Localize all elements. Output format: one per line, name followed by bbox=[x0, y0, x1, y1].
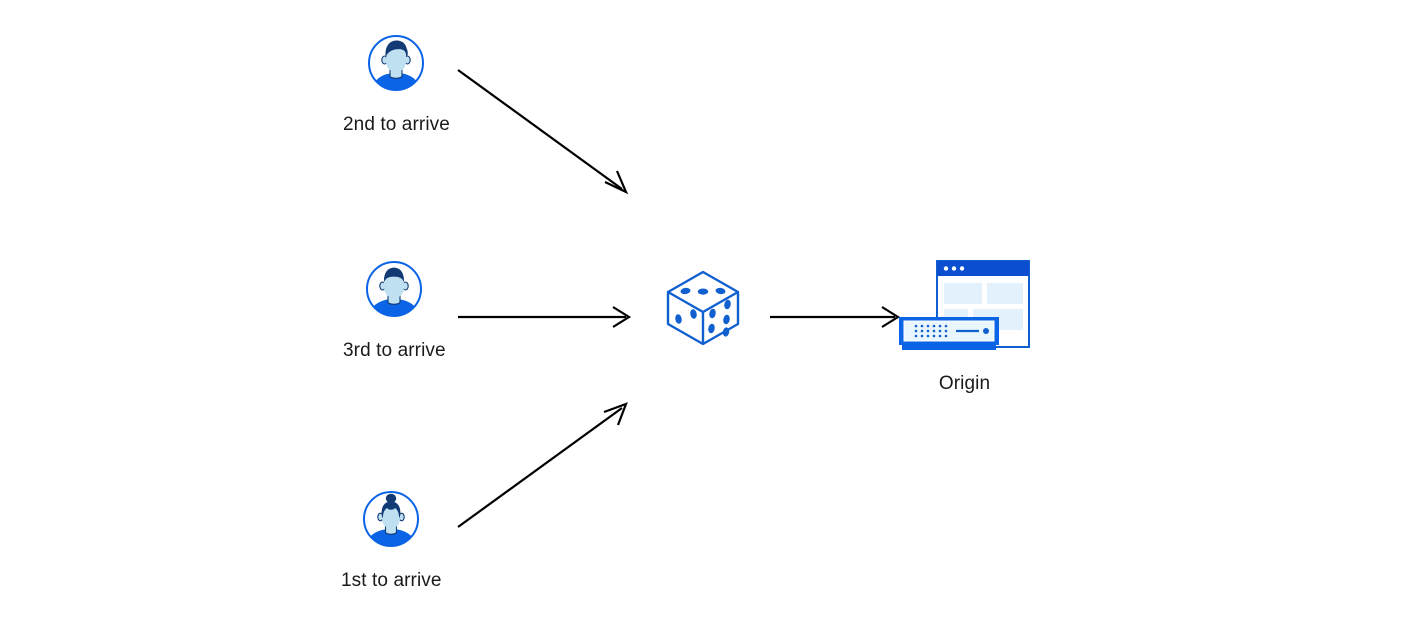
origin-node[interactable]: Origin bbox=[896, 255, 1033, 397]
user-avatar-icon bbox=[367, 34, 425, 92]
arrow-1st-to-dice bbox=[457, 402, 628, 528]
client-label-1st: 1st to arrive bbox=[341, 570, 442, 591]
origin-label: Origin bbox=[938, 373, 991, 394]
server-device-icon bbox=[899, 317, 999, 350]
client-label-3rd: 3rd to arrive bbox=[343, 340, 446, 361]
arrow-3rd-to-dice bbox=[458, 306, 632, 328]
dice-node[interactable] bbox=[665, 269, 741, 347]
client-node-2nd[interactable]: 2nd to arrive bbox=[343, 34, 450, 138]
client-node-1st[interactable]: 1st to arrive bbox=[341, 490, 442, 594]
arrow-2nd-to-dice bbox=[457, 69, 629, 195]
client-node-3rd[interactable]: 3rd to arrive bbox=[343, 260, 446, 364]
dice-icon bbox=[665, 269, 741, 347]
origin-server-icon bbox=[896, 255, 1033, 355]
client-label-2nd: 2nd to arrive bbox=[343, 114, 450, 135]
user-avatar-icon bbox=[362, 490, 420, 548]
user-avatar-icon bbox=[365, 260, 423, 318]
arrow-dice-to-origin bbox=[770, 306, 901, 328]
